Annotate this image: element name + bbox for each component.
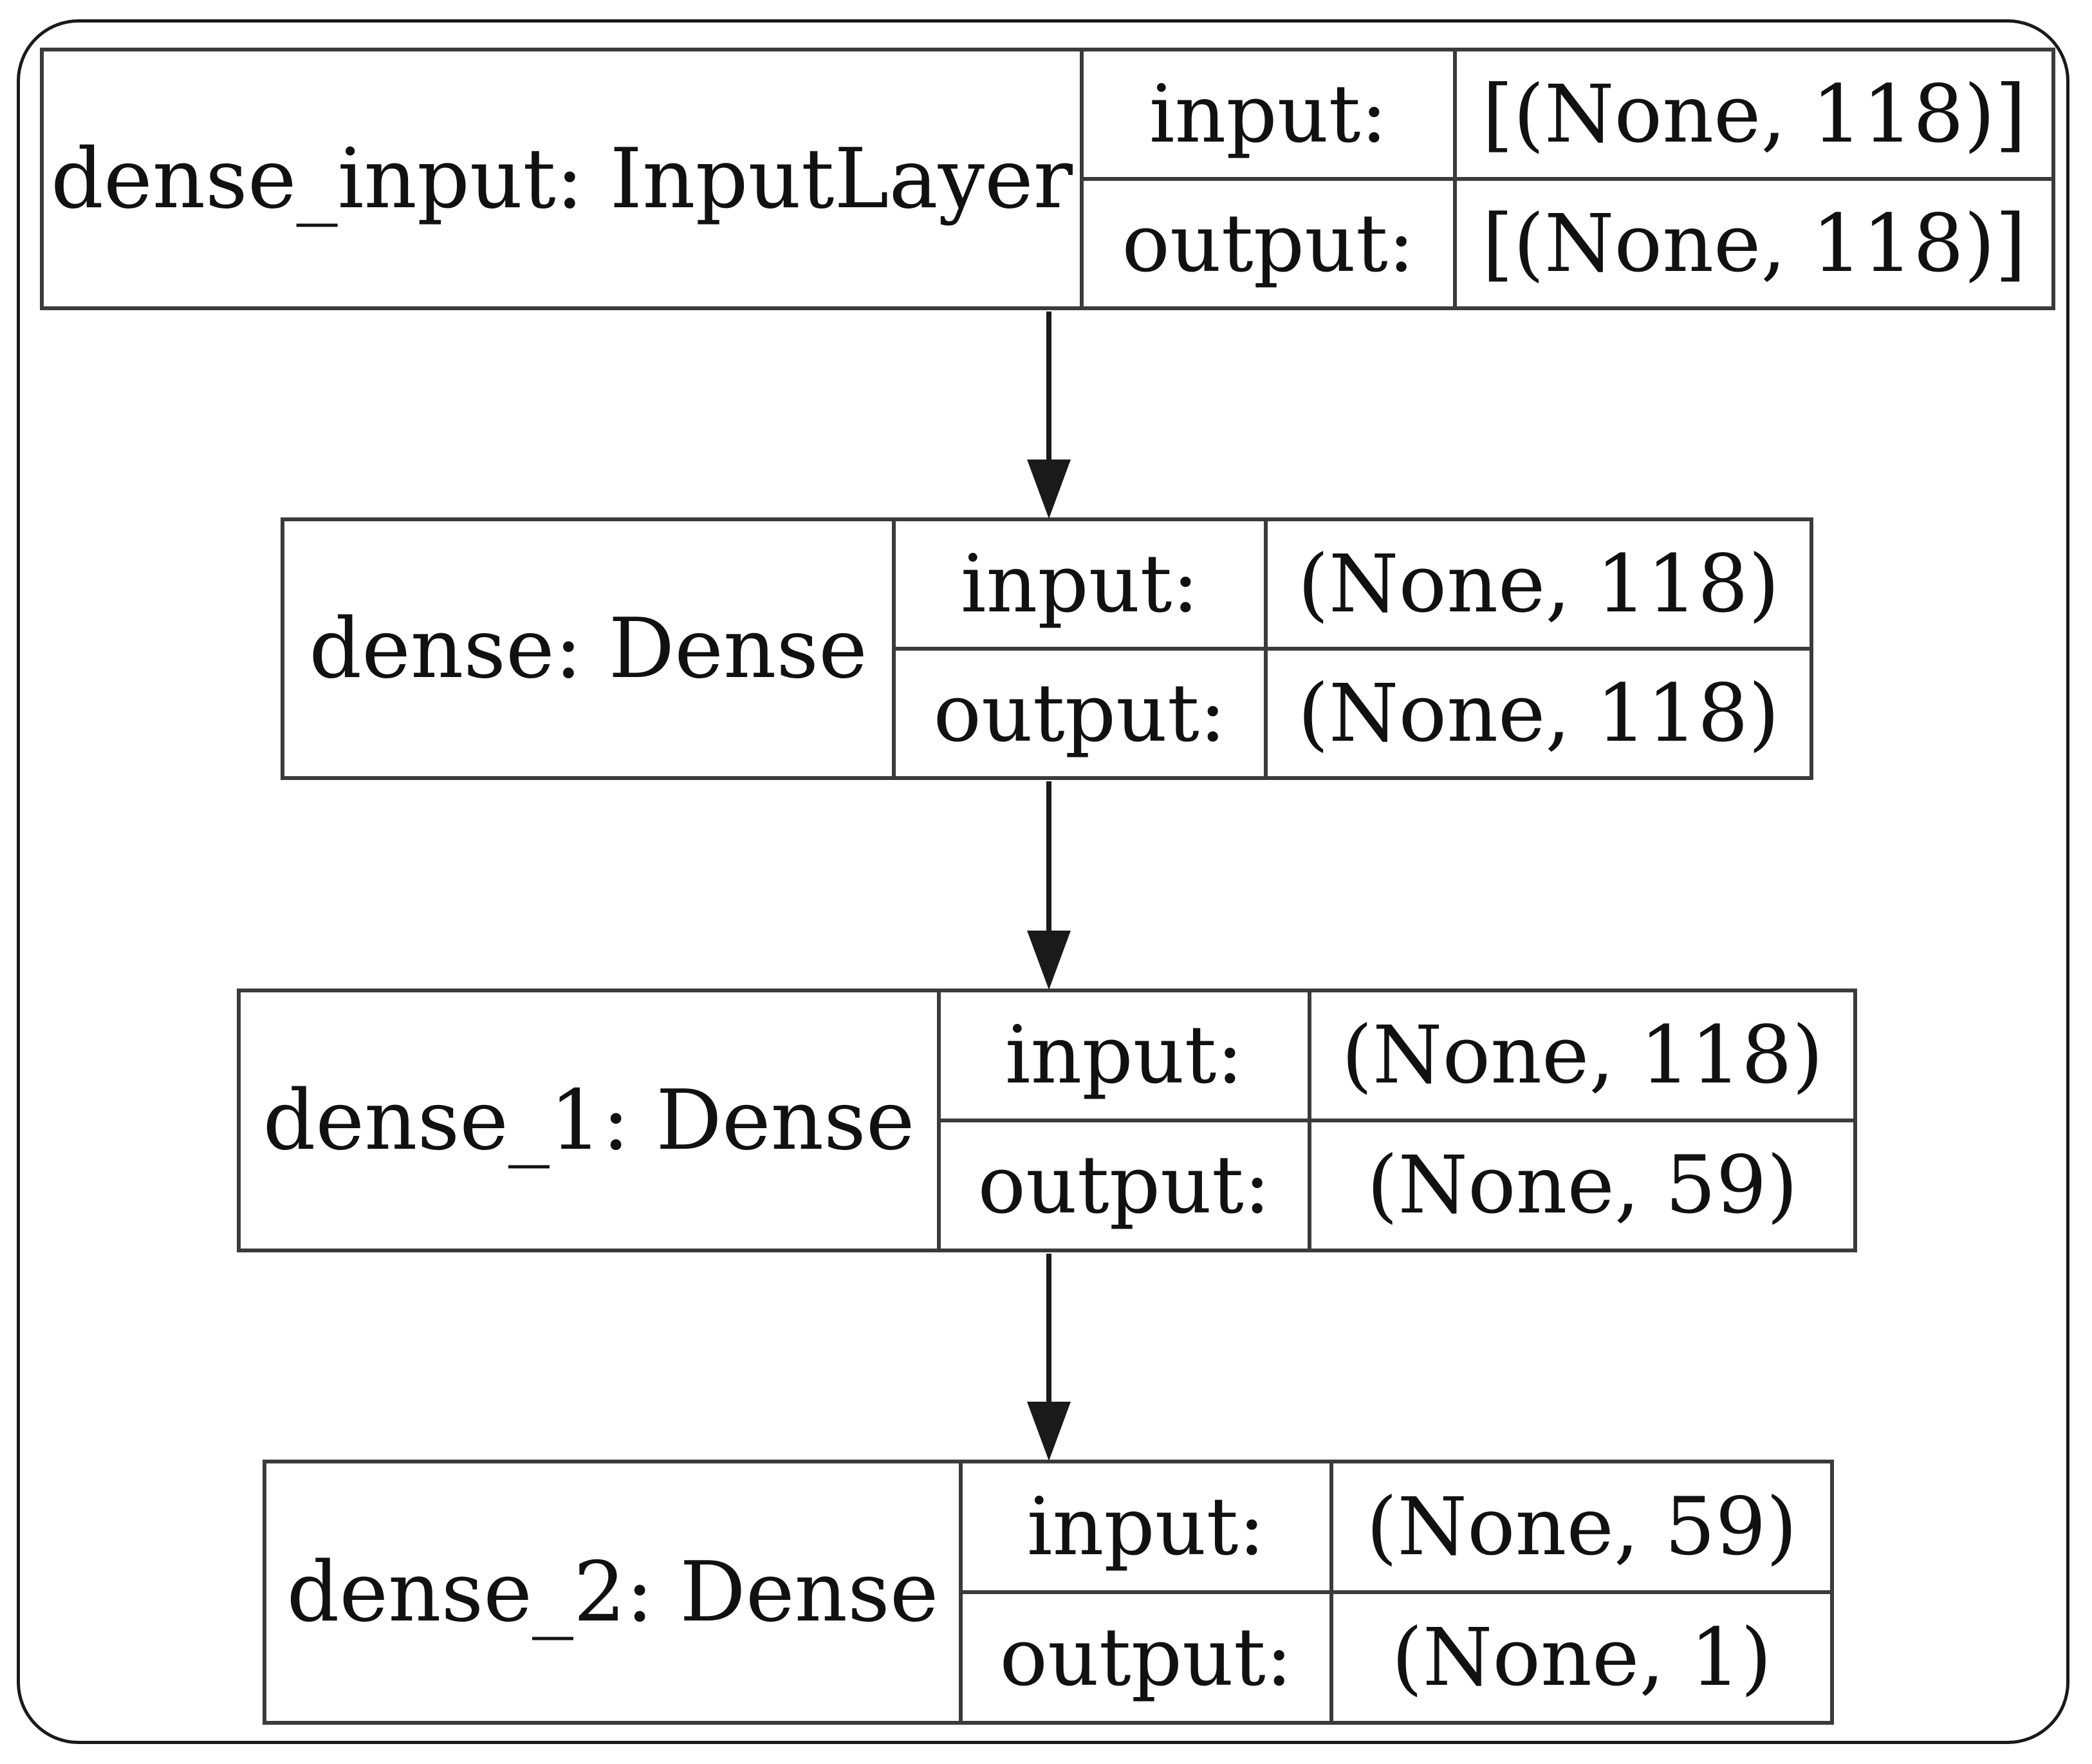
layer-io-table: input: [(None, 118)] output: [(None, 118… [1084,51,2051,306]
output-label: output: [941,1122,1311,1249]
output-shape: (None, 59) [1367,1139,1798,1232]
input-shape: (None, 118) [1341,1009,1824,1102]
input-row: input: (None, 118) [896,521,1810,647]
layer-name: dense_1: Dense [241,992,941,1249]
input-label: input: [1084,51,1457,177]
input-shape: (None, 118) [1297,537,1780,631]
output-row: output: [(None, 118)] [1084,177,2051,306]
layer-name: dense: Dense [284,521,896,776]
layer-node-dense-1: dense_1: Dense input: (None, 118) output… [237,989,1857,1252]
output-row: output: (None, 118) [896,647,1810,776]
output-label: output: [1084,181,1457,306]
input-label: input: [963,1463,1333,1590]
output-row: output: (None, 59) [941,1119,1853,1249]
edge-arrow-0-1 [1027,311,1071,519]
layer-node-dense-2: dense_2: Dense input: (None, 59) output:… [263,1460,1834,1725]
layer-io-table: input: (None, 118) output: (None, 59) [941,992,1853,1249]
output-shape: (None, 1) [1391,1611,1772,1704]
output-shape: (None, 118) [1297,667,1780,760]
edge-arrow-2-3 [1027,1254,1071,1461]
output-label: output: [963,1594,1333,1721]
layer-node-dense: dense: Dense input: (None, 118) output: … [281,517,1813,780]
input-row: input: (None, 59) [963,1463,1830,1590]
edge-arrow-1-2 [1027,781,1071,990]
output-row: output: (None, 1) [963,1590,1830,1721]
input-label: input: [941,992,1311,1119]
layer-name: dense_input: InputLayer [44,51,1084,306]
input-row: input: (None, 118) [941,992,1853,1119]
input-shape: [(None, 118)] [1482,68,2026,161]
output-shape: [(None, 118)] [1482,197,2026,290]
input-row: input: [(None, 118)] [1084,51,2051,177]
input-label: input: [896,521,1268,647]
layer-io-table: input: (None, 59) output: (None, 1) [963,1463,1830,1721]
layer-node-dense-input: dense_input: InputLayer input: [(None, 1… [40,48,2055,310]
input-shape: (None, 59) [1366,1480,1797,1574]
layer-name: dense_2: Dense [266,1463,963,1721]
layer-io-table: input: (None, 118) output: (None, 118) [896,521,1810,776]
output-label: output: [896,651,1268,776]
